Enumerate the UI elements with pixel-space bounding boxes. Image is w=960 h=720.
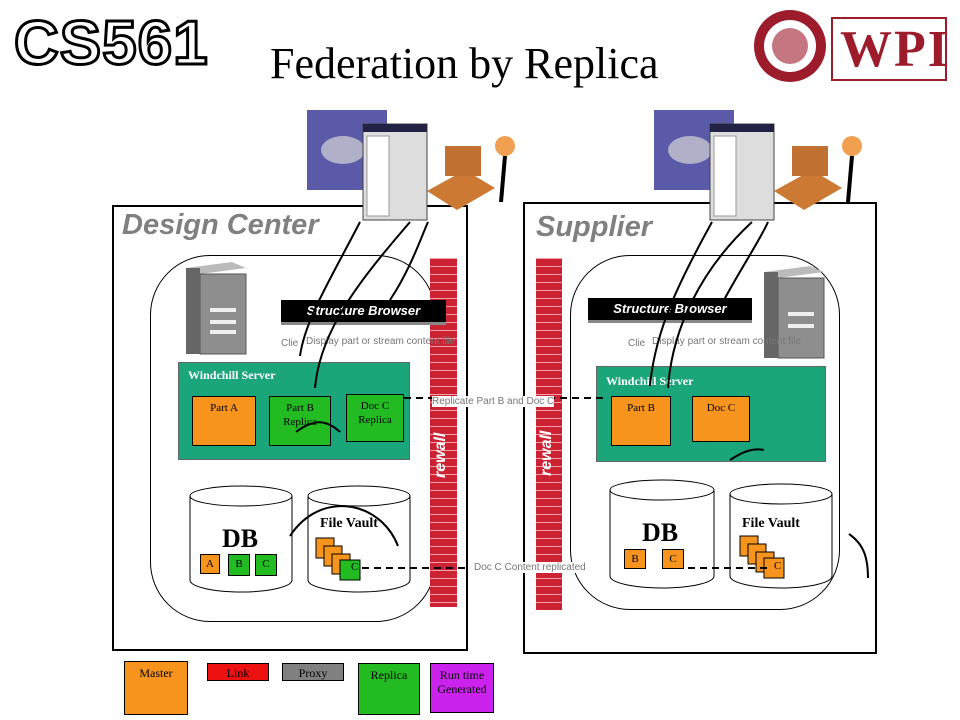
structure-browser-supplier[interactable]: Structure Browser	[588, 298, 752, 323]
part-a-doc: Part A	[192, 396, 256, 446]
part-b-replica-doc: Part B Replica	[269, 396, 331, 446]
windchill-server-label-design-center: Windchill Server	[188, 368, 276, 382]
part-b-master-doc: Part B	[611, 396, 671, 446]
workstation-illustration	[305, 106, 525, 224]
content-note: Doc C Content replicated	[474, 562, 586, 573]
wpi-seal-icon	[754, 10, 947, 82]
vault-item-design-center: C	[351, 561, 359, 573]
firewall-right	[536, 258, 562, 610]
wpi-logo-text: WPI	[840, 21, 950, 78]
db-item-c: C	[255, 554, 277, 576]
server-tower	[180, 258, 250, 356]
client-label-design-center: Clie	[281, 338, 299, 349]
doc-c-replica-doc: Doc C Replica	[346, 394, 404, 442]
db-label-supplier: DB	[642, 518, 679, 547]
legend-replica: Replica	[358, 663, 420, 715]
db-item-a: A	[200, 554, 220, 574]
design-center-title: Design Center	[122, 209, 319, 241]
client-label-supplier: Clie	[628, 338, 646, 349]
replicate-note: Replicate Part B and Doc C	[432, 396, 555, 407]
server-tower-supplier	[758, 262, 828, 360]
cs561-logo: CS561	[13, 8, 210, 80]
db-label-design-center: DB	[222, 524, 259, 553]
doc-c-master-doc: Doc C	[692, 396, 750, 442]
vault-item-supplier: C	[774, 560, 782, 572]
db-item-c-supplier: C	[662, 549, 684, 569]
file-vault-label-design-center: File Vault	[320, 516, 378, 531]
db-item-b-supplier: B	[624, 549, 646, 569]
db-item-b: B	[228, 554, 250, 576]
file-vault-label-supplier: File Vault	[742, 516, 800, 531]
workstation-illustration-supplier	[652, 106, 872, 224]
legend-runtime: Run time Generated	[430, 663, 494, 713]
supplier-title: Supplier	[536, 211, 653, 243]
slide-title: Federation by Replica	[270, 39, 659, 88]
wpi-logo: WPI	[752, 6, 952, 86]
structure-browser-design-center[interactable]: Structure Browser	[281, 300, 446, 325]
display-note-supplier: Display part or stream content file	[652, 336, 801, 347]
display-note-design-center: Display part or stream content file	[306, 336, 455, 347]
file-stack-design-center	[314, 536, 374, 584]
legend-master: Master	[124, 661, 188, 715]
legend-link: Link	[207, 663, 269, 681]
legend-proxy: Proxy	[282, 663, 344, 681]
file-stack-supplier	[738, 534, 798, 582]
